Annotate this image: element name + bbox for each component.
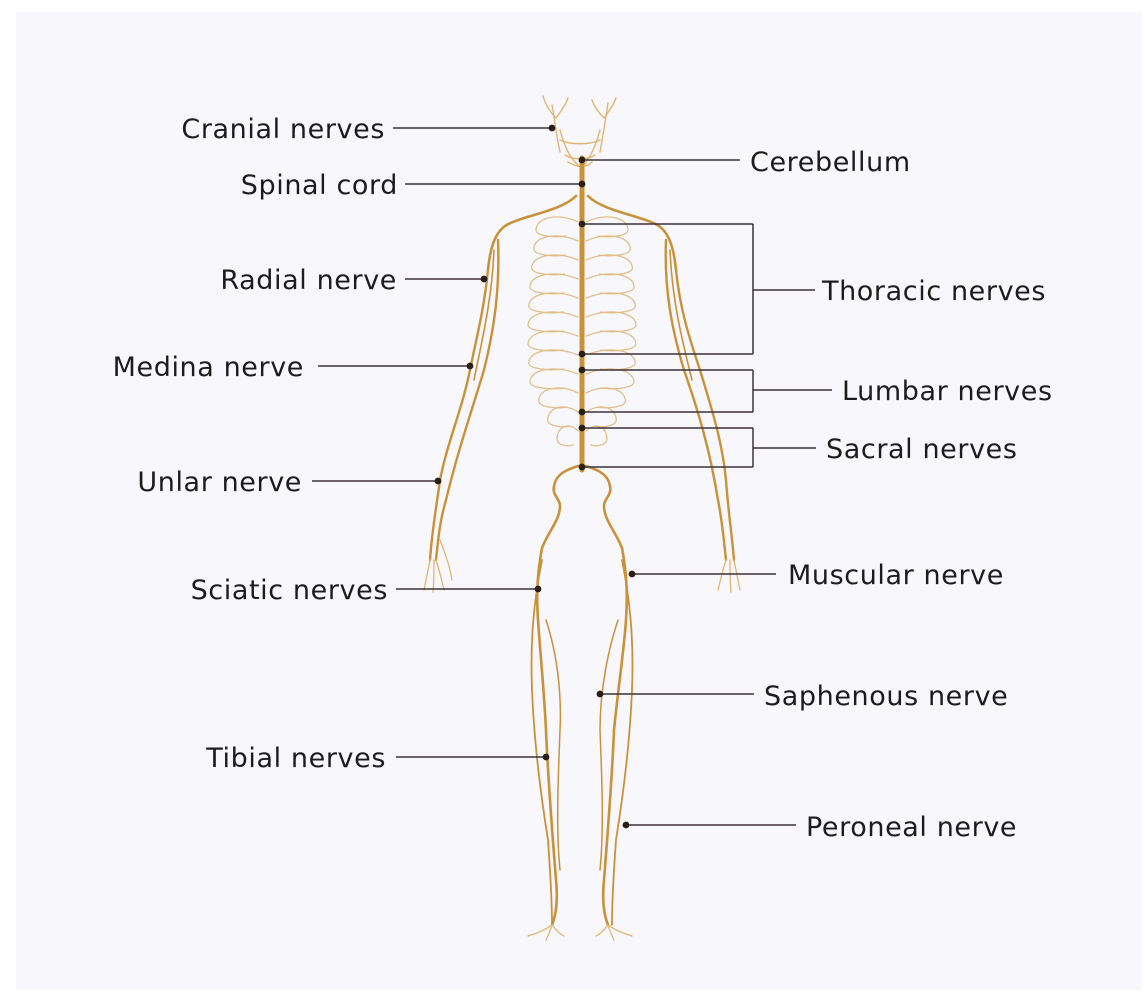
dot-sacral-top (579, 425, 586, 432)
dot-sacral-bottom (579, 464, 586, 471)
label-cranial-nerves: Cranial nerves (181, 114, 385, 145)
dot-cerebellum (579, 157, 586, 164)
rib-nerve-curve (586, 426, 607, 446)
rib-nerve-curve (534, 236, 578, 256)
dot-tibial (543, 754, 550, 761)
rib-nerve-curve (586, 407, 616, 427)
label-tibial-nerves: Tibial nerves (205, 743, 386, 774)
rib-nerve-curve (529, 350, 578, 370)
label-thoracic-nerves: Thoracic nerves (821, 276, 1046, 307)
rib-nerve-curve (586, 217, 628, 237)
label-cerebellum: Cerebellum (750, 147, 911, 178)
label-sciatic-nerves: Sciatic nerves (191, 575, 388, 606)
left-leg-nerves (531, 548, 560, 925)
rib-nerve-curve (586, 293, 635, 313)
rib-nerve-curve (586, 369, 634, 389)
rib-nerve-curve (532, 255, 578, 275)
label-sacral-nerves: Sacral nerves (826, 434, 1018, 465)
rib-nerve-curve (586, 388, 625, 408)
leader-lines (312, 128, 832, 825)
dot-radial (481, 276, 488, 283)
dot-thoracic-top (579, 221, 586, 228)
label-saphenous-nerve: Saphenous nerve (764, 681, 1008, 712)
right-leg-nerves (600, 548, 633, 925)
left-foot-nerves (528, 925, 564, 940)
dot-cranial (549, 125, 556, 132)
right-arm-nerves (666, 240, 734, 560)
dot-sciatic (535, 586, 542, 593)
label-spinal-cord: Spinal cord (241, 170, 398, 201)
rib-nerve-curve (536, 217, 578, 237)
dot-medina (467, 363, 474, 370)
rib-nerve-curve (586, 350, 635, 370)
rib-nerve-curve (530, 274, 578, 294)
right-foot-nerves (596, 925, 632, 940)
label-peroneal-nerve: Peroneal nerve (806, 812, 1017, 843)
rib-nerve-curve (548, 407, 578, 427)
label-unlar-nerve: Unlar nerve (137, 467, 302, 498)
rib-nerve-curve (539, 388, 578, 408)
dot-muscular (629, 571, 636, 578)
rib-nerve-curve (530, 369, 578, 389)
right-hand-nerves (718, 560, 740, 592)
rib-nerve-curve (557, 426, 578, 446)
rib-nerve-curve (528, 312, 578, 332)
dot-saphenous (597, 691, 604, 698)
label-lumbar-nerves: Lumbar nerves (842, 376, 1053, 407)
rib-nerve-curve (586, 331, 636, 351)
pelvis-nerves (542, 466, 622, 548)
rib-nerve-curve (586, 255, 632, 275)
dot-unlar (435, 478, 442, 485)
dot-peroneal (623, 822, 630, 829)
left-arm-nerves (430, 240, 498, 560)
dot-spinal (579, 181, 586, 188)
label-medina-nerve: Medina nerve (113, 352, 304, 383)
label-radial-nerve: Radial nerve (220, 265, 397, 296)
label-muscular-nerve: Muscular nerve (788, 560, 1004, 591)
dot-lumbar-top (579, 367, 586, 374)
rib-nerve-curve (528, 331, 578, 351)
rib-nerve-curve (586, 274, 634, 294)
cranial-nerve-network (543, 96, 616, 167)
rib-nerve-curve (586, 236, 630, 256)
dot-thoracic-bottom (579, 351, 586, 358)
dot-lumbar-bottom (579, 409, 586, 416)
rib-nerve-curve (529, 293, 578, 313)
rib-nerve-curve (586, 312, 636, 332)
